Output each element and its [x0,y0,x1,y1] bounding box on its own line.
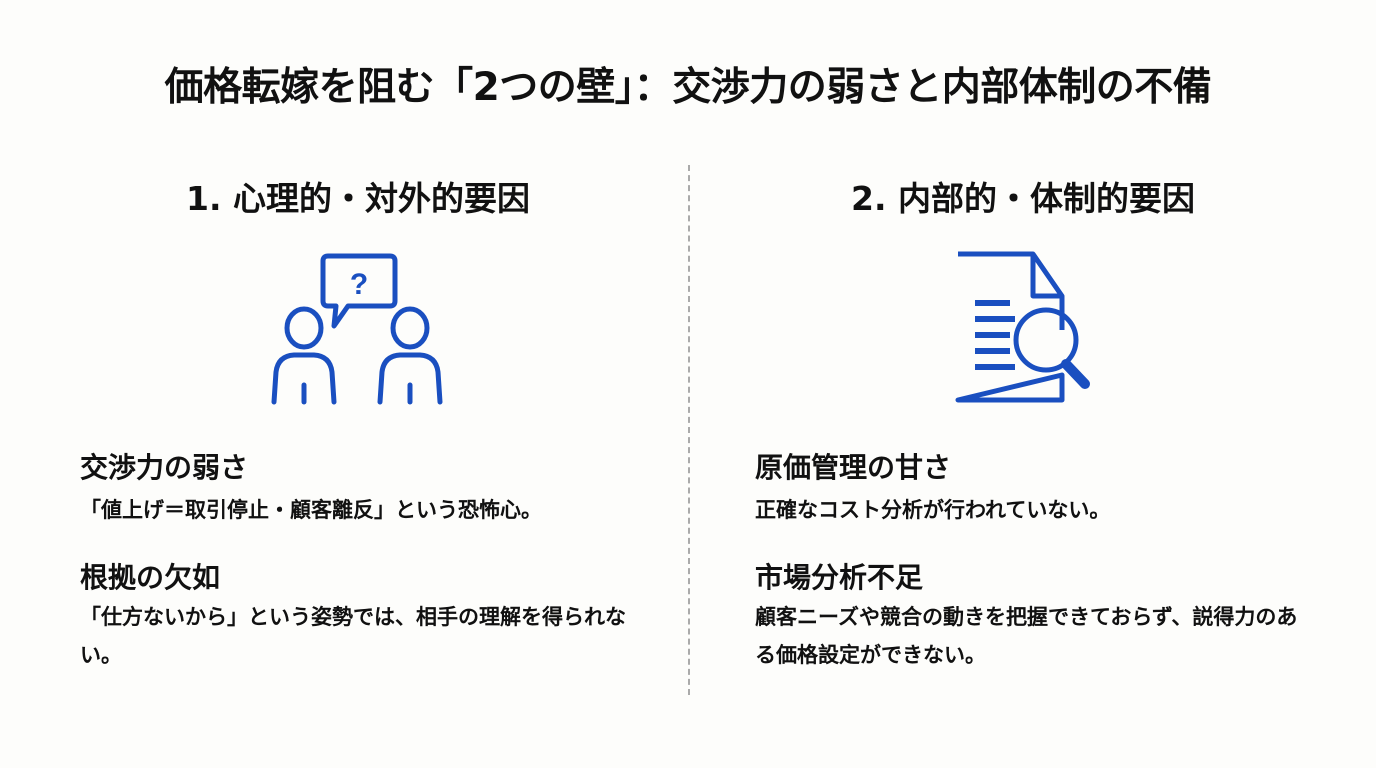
item-desc-market-analysis: 顧客ニーズや競合の動きを把握できておらず、説得力のある価格設定ができない。 [755,605,1298,667]
item-desc-no-basis: 「仕方ないから」という姿勢では、相手の理解を得られない。 [80,605,626,667]
item-desc-negotiation: 「値上げ＝取引停止・顧客離反」という恐怖心。 [80,498,542,522]
item-desc-cost-management: 正確なコスト分析が行われていない。 [755,498,1111,522]
column-heading-psychological: 1. 心理的・対外的要因 [186,179,530,218]
slide-title: 価格転嫁を阻む「2つの壁」：交渉力の弱さと内部体制の不備 [164,65,1212,110]
column-divider [688,165,690,695]
item-title-market-analysis: 市場分析不足 [755,561,924,594]
svg-text:?: ? [350,268,368,301]
people-question-icon: ? [271,253,443,405]
document-search-icon [955,251,1090,403]
item-title-cost-management: 原価管理の甘さ [755,451,952,484]
item-title-no-basis: 根拠の欠如 [80,561,221,594]
item-title-negotiation: 交渉力の弱さ [80,451,249,484]
column-heading-internal: 2. 内部的・体制的要因 [851,179,1195,218]
